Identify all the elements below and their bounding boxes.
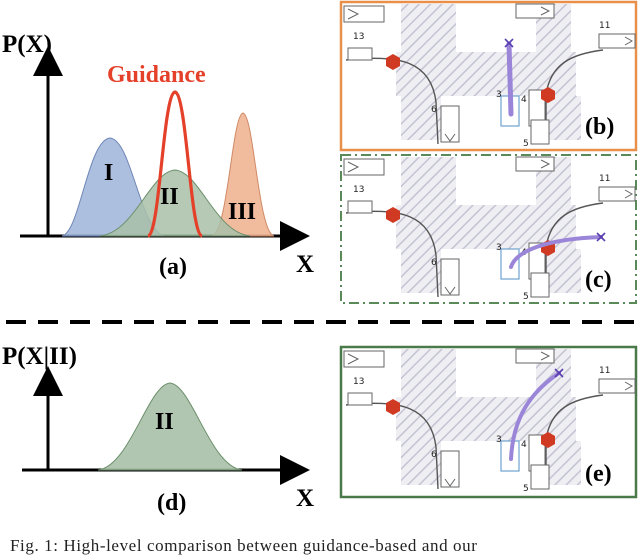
x-axis-label: X <box>296 485 314 512</box>
panel-tag-b: (b) <box>585 114 614 140</box>
mode-II-curve <box>97 382 243 471</box>
panel-tag-d: (d) <box>157 490 186 516</box>
scene-panel-c: 13 11 6 3 4 5 (c) <box>340 154 637 304</box>
predicted-trajectory <box>506 41 514 117</box>
goal-x-icon <box>504 38 514 48</box>
lane-label-3: 3 <box>496 435 502 445</box>
mode-II-label: II <box>155 409 174 435</box>
lane-label-6: 6 <box>431 105 437 115</box>
lane-label-5: 5 <box>523 292 529 302</box>
guidance-curve <box>146 90 204 238</box>
multimodal-distribution-plot: P(X) X Guidance I II III (a) <box>2 31 314 280</box>
predicted-trajectory <box>509 235 603 269</box>
goal-x-icon <box>554 368 564 378</box>
lane-label-5: 5 <box>523 484 529 494</box>
lane-label-4: 4 <box>521 95 527 105</box>
mode-III-label: III <box>228 199 256 225</box>
y-axis-label: P(X|II) <box>2 343 77 370</box>
panel-tag-e: (e) <box>585 461 612 487</box>
lane-label-11: 11 <box>599 21 610 31</box>
panel-tag-a: (a) <box>159 254 187 280</box>
mode-II-label: II <box>160 184 179 210</box>
y-axis-label: P(X) <box>2 31 52 58</box>
guidance-label: Guidance <box>107 62 206 88</box>
figure-caption: Fig. 1: High-level comparison between gu… <box>10 536 478 555</box>
lane-label-4: 4 <box>521 440 527 450</box>
mode-III-curve <box>211 112 275 237</box>
mode-I-label: I <box>104 160 113 186</box>
lane-label-6: 6 <box>431 450 437 460</box>
predicted-trajectory <box>509 371 561 461</box>
goal-x-icon <box>596 232 606 242</box>
scene-panel-e: 13 11 6 3 4 5 (e) <box>339 345 638 499</box>
scene-panel-b: 13 11 6 3 4 5 (b) <box>339 0 638 152</box>
lane-label-11: 11 <box>599 366 610 376</box>
lane-label-13: 13 <box>353 32 364 42</box>
lane-label-5: 5 <box>523 139 529 149</box>
lane-label-3: 3 <box>496 243 502 253</box>
lane-label-11: 11 <box>599 174 610 184</box>
mode-II-curve <box>99 169 251 237</box>
panel-tag-c: (c) <box>585 267 612 293</box>
lane-label-13: 13 <box>353 185 364 195</box>
lane-label-13: 13 <box>353 377 364 387</box>
conditional-distribution-plot: P(X|II) X II (d) <box>2 343 314 516</box>
x-axis-label: X <box>296 251 314 278</box>
lane-label-6: 6 <box>431 258 437 268</box>
lane-label-3: 3 <box>496 90 502 100</box>
